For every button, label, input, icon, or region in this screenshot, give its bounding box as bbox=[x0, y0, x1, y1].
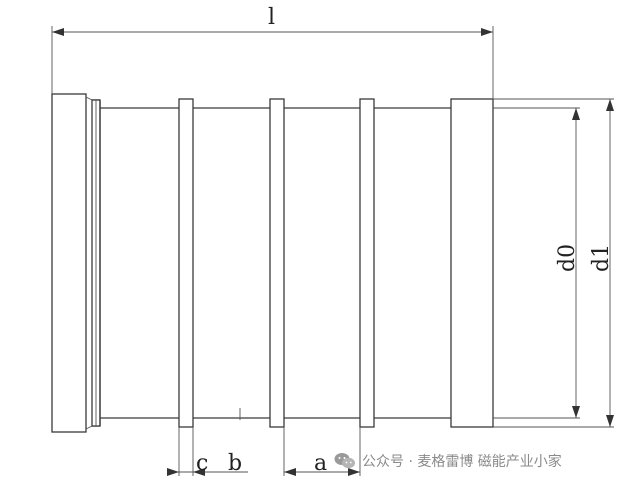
wechat-icon bbox=[334, 453, 355, 469]
watermark: 公众号 · 麦格雷博 磁能产业小家 bbox=[334, 448, 562, 474]
dimension-d1 bbox=[606, 99, 614, 427]
dimension-d0 bbox=[572, 108, 580, 418]
d1-label: d1 bbox=[589, 244, 614, 272]
ring-3 bbox=[359, 98, 375, 428]
dimension-l bbox=[51, 26, 494, 99]
extension-lines bbox=[493, 98, 614, 428]
a-label: a bbox=[314, 451, 327, 476]
c-label: c bbox=[196, 451, 208, 476]
d0-label: d0 bbox=[555, 244, 580, 272]
left-flange bbox=[51, 93, 101, 433]
l-label: l bbox=[268, 5, 275, 30]
b-label: b bbox=[228, 451, 242, 476]
ring-1 bbox=[178, 98, 194, 428]
dimension-a bbox=[283, 427, 361, 476]
watermark-text: 公众号 · 麦格雷博 磁能产业小家 bbox=[362, 454, 562, 470]
ring-2 bbox=[269, 98, 285, 428]
dimension-c-b bbox=[167, 427, 248, 476]
right-end-sleeve bbox=[450, 98, 494, 428]
